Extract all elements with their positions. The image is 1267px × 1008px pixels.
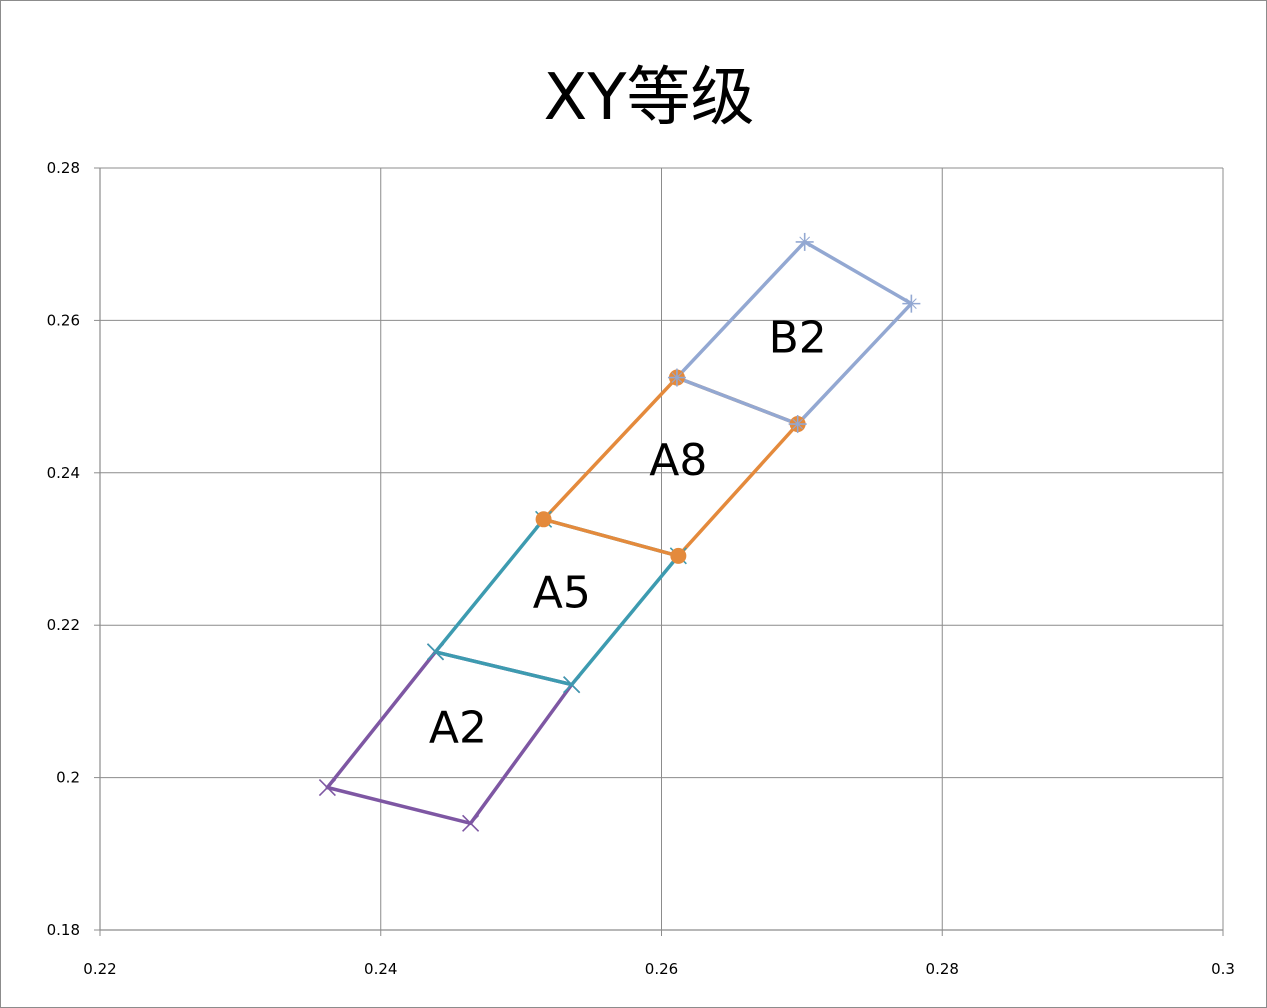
marker-stroke (671, 372, 683, 383)
data-point-a2 (318, 778, 336, 797)
region-label-b2: B2 (769, 312, 827, 363)
data-point-a2 (462, 814, 480, 832)
data-point-b2 (788, 415, 807, 434)
tick-labels: 0.22 0.24 0.26 0.28 0.3 0.18 0.2 0.22 0.24 0.26 0.… (47, 159, 1235, 978)
marker-stroke (426, 643, 445, 661)
data-point-b2 (667, 368, 686, 387)
x-tick-label: 0.22 (83, 960, 116, 978)
x-tick-label: 0.26 (645, 960, 678, 978)
data-markers (318, 232, 921, 832)
data-point-b2 (795, 232, 814, 251)
data-point-a8 (535, 511, 552, 528)
y-tick-label: 0.18 (47, 921, 80, 939)
data-point-a5 (426, 643, 445, 661)
y-tick-label: 0.28 (47, 159, 80, 177)
marker-stroke (318, 778, 336, 797)
grid-lines (99, 167, 1224, 931)
region-labels: A2 A5 A8 B2 (429, 312, 827, 753)
region-label-a2: A2 (429, 703, 487, 754)
data-point-b2 (902, 294, 921, 313)
x-tick-label: 0.28 (926, 960, 959, 978)
marker-stroke (462, 814, 480, 832)
y-tick-label: 0.2 (56, 769, 80, 787)
region-label-a5: A5 (533, 568, 591, 619)
y-tick-label: 0.26 (47, 311, 80, 329)
marker-stroke (792, 418, 804, 430)
x-tick-label: 0.24 (364, 960, 397, 978)
x-tick-label: 0.3 (1211, 960, 1235, 978)
axes (94, 167, 1224, 936)
y-tick-label: 0.22 (47, 616, 80, 634)
chart-title: XY等级 (544, 61, 755, 135)
region-label-a8: A8 (649, 435, 707, 486)
y-tick-label: 0.24 (47, 464, 80, 482)
data-point-a5 (563, 676, 581, 694)
data-point-a8 (670, 547, 687, 564)
marker-stroke (563, 676, 581, 694)
marker-stroke (906, 298, 917, 309)
marker-stroke (799, 236, 811, 248)
